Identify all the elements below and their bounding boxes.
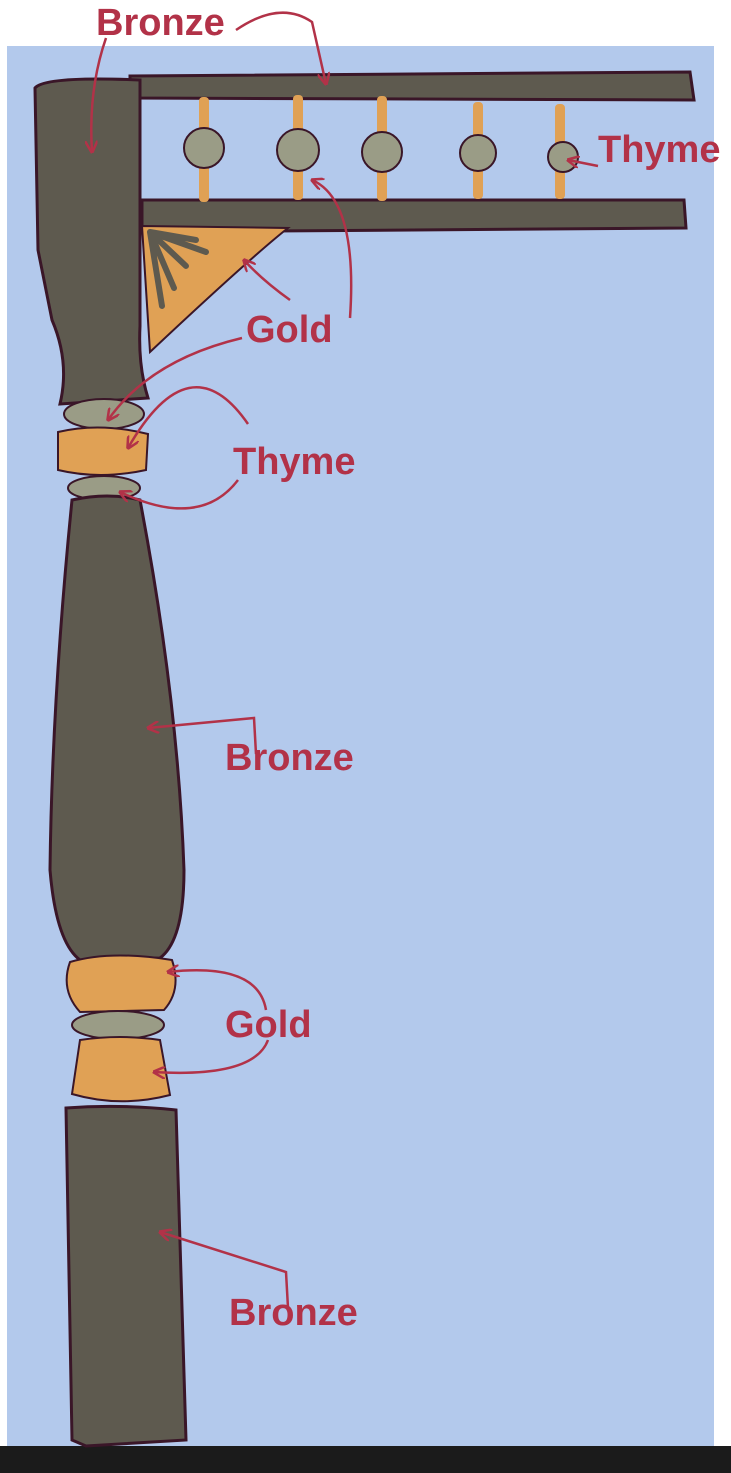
label-bronze-top: Bronze <box>96 2 225 44</box>
upper-rail <box>130 72 694 100</box>
post-foot <box>66 1106 186 1446</box>
upper-collar-thyme-top <box>64 399 144 429</box>
label-thyme-balusters: Thyme <box>598 129 720 171</box>
lower-collar-thyme <box>72 1011 164 1039</box>
upper-collar-gold <box>58 427 148 475</box>
bottom-edge-shadow <box>0 1446 731 1473</box>
lower-collar-gold-upper <box>67 955 176 1012</box>
label-gold-upper: Gold <box>246 309 333 351</box>
label-bronze-shaft: Bronze <box>225 737 354 779</box>
label-gold-lower: Gold <box>225 1004 312 1046</box>
label-thyme-collar: Thyme <box>233 441 355 483</box>
label-bronze-foot: Bronze <box>229 1292 358 1334</box>
lower-collar-gold-lower <box>72 1037 170 1101</box>
